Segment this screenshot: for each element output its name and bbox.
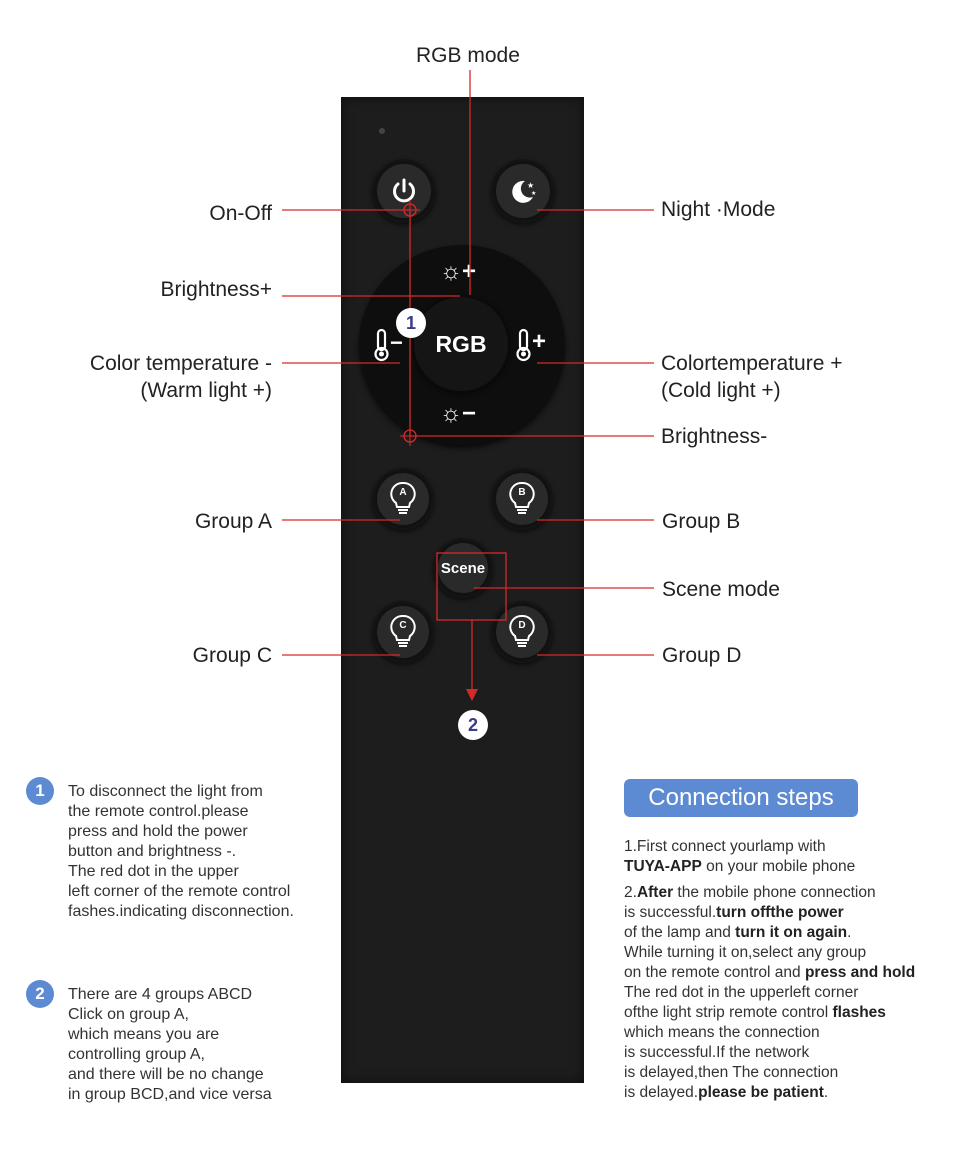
note-line: left corner of the remote control — [68, 883, 291, 900]
step-line: is successful.turn offthe power — [624, 903, 915, 923]
bulb-icon — [509, 614, 535, 647]
note-line: the remote control.please — [68, 803, 249, 820]
label-group-d: Group D — [662, 644, 742, 667]
step-text: is successful. — [624, 904, 717, 921]
step-bold: press and hold — [804, 964, 916, 981]
step-line: is delayed,then The connection — [624, 1064, 839, 1081]
group-d-button[interactable]: D — [491, 601, 553, 663]
step-bold: After — [636, 884, 674, 901]
bulb-icon — [509, 481, 535, 514]
step-line: of the lamp and turn it on again. — [624, 923, 915, 943]
label-rgb-mode: RGB mode — [416, 44, 520, 67]
rgb-label: RGB — [435, 330, 487, 357]
rgb-button[interactable]: RGB — [414, 297, 508, 391]
bulb-letter-a: A — [399, 487, 407, 498]
step-bold: TUYA-APP — [624, 858, 702, 875]
step-text: . — [847, 924, 852, 941]
bulb-letter-b: B — [518, 487, 526, 498]
marker-2: 2 — [458, 710, 488, 740]
connection-steps-title: Connection steps — [624, 779, 858, 817]
bulb-letter-d: D — [518, 620, 526, 631]
step-line: ofthe light strip remote control flashes — [624, 1003, 915, 1023]
color-temp-up-button[interactable]: + — [515, 328, 551, 362]
scene-label: Scene — [440, 559, 486, 577]
note-1-badge: 1 — [26, 777, 54, 805]
step-line: TUYA-APP on your mobile phone — [624, 857, 915, 877]
label-color-temp-plus: Colortemperature + — [661, 352, 843, 375]
thermometer-icon — [374, 328, 389, 362]
note-line: and there will be no change — [68, 1066, 264, 1083]
step-text: the mobile phone connection — [673, 884, 876, 901]
color-temp-down-button[interactable]: − — [373, 328, 409, 362]
note-2-text: There are 4 groups ABCD Click on group A… — [68, 985, 272, 1105]
connection-steps-text: 1.First connect yourlamp with TUYA-APP o… — [624, 837, 915, 1103]
label-group-b: Group B — [662, 510, 741, 533]
bulb-icon — [390, 481, 416, 514]
note-line: fashes.indicating disconnection. — [68, 903, 294, 920]
label-color-temp-minus: Color temperature - — [89, 352, 272, 375]
plus-sign: + — [532, 328, 547, 355]
step-bold: flashes — [832, 1004, 886, 1021]
note-line: press and hold the power — [68, 823, 248, 840]
label-warm-light: (Warm light +) — [140, 379, 272, 402]
label-brightness-plus: Brightness+ — [160, 278, 272, 301]
step-text: on your mobile phone — [701, 858, 856, 875]
step-text: of the lamp and — [624, 924, 736, 941]
step-line: on the remote control and press and hold — [624, 963, 915, 983]
connection-steps-title-text: Connection steps — [648, 784, 834, 811]
label-group-a: Group A — [194, 510, 272, 533]
step-line: which means the connection — [624, 1024, 820, 1041]
night-mode-button[interactable]: ★ ★ — [491, 159, 555, 223]
marker-1: 1 — [396, 308, 426, 338]
label-scene-mode: Scene mode — [662, 578, 780, 601]
step-line: is delayed.please be patient. — [624, 1083, 915, 1103]
label-on-off: On-Off — [209, 202, 272, 225]
status-led — [379, 128, 385, 134]
minus-sign: − — [390, 330, 403, 355]
note-2-badge: 2 — [26, 980, 54, 1008]
thermometer-icon — [516, 328, 531, 362]
step-line: 2.After the mobile phone connection — [624, 883, 915, 903]
step-text: ofthe light strip remote control — [624, 1004, 833, 1021]
note-line: The red dot in the upper — [68, 863, 239, 880]
note-line: To disconnect the light from — [68, 783, 263, 800]
brightness-down-button[interactable]: ☼− — [440, 400, 477, 427]
note-1-text: To disconnect the light from the remote … — [68, 782, 294, 922]
step-bold: please be patient — [698, 1084, 824, 1101]
step-line: is successful.If the network — [624, 1044, 810, 1061]
note-line: Click on group A, — [68, 1006, 189, 1023]
bulb-icon — [390, 614, 416, 647]
step-text: . — [823, 1084, 829, 1101]
step-text: on the remote control and — [624, 964, 805, 981]
label-night-mode: Night ·Mode — [661, 198, 776, 221]
step-text: 2. — [624, 884, 637, 901]
step-line: 1.First connect yourlamp with — [624, 838, 826, 855]
label-cold-light: (Cold light +) — [661, 379, 781, 402]
step-text: is delayed. — [624, 1084, 699, 1101]
label-brightness-minus: Brightness- — [661, 425, 768, 448]
step-line: The red dot in the upperleft corner — [624, 984, 859, 1001]
step-bold: turn offthe power — [716, 904, 844, 921]
group-c-button[interactable]: C — [372, 601, 434, 663]
note-line: which means you are — [68, 1026, 220, 1043]
step-bold: turn it on again — [735, 924, 848, 941]
label-group-c: Group C — [192, 644, 272, 667]
note-line: There are 4 groups ABCD — [68, 986, 253, 1003]
svg-text:★: ★ — [531, 190, 536, 197]
power-icon — [393, 178, 415, 203]
moon-stars-icon: ★ ★ — [512, 180, 536, 203]
note-line: controlling group A, — [68, 1046, 205, 1063]
note-line: in group BCD,and vice versa — [68, 1086, 272, 1103]
note-line: button and brightness -. — [68, 843, 237, 860]
step-line: While turning it on,select any group — [624, 944, 867, 961]
svg-text:★: ★ — [527, 181, 534, 190]
bulb-letter-c: C — [399, 620, 407, 631]
